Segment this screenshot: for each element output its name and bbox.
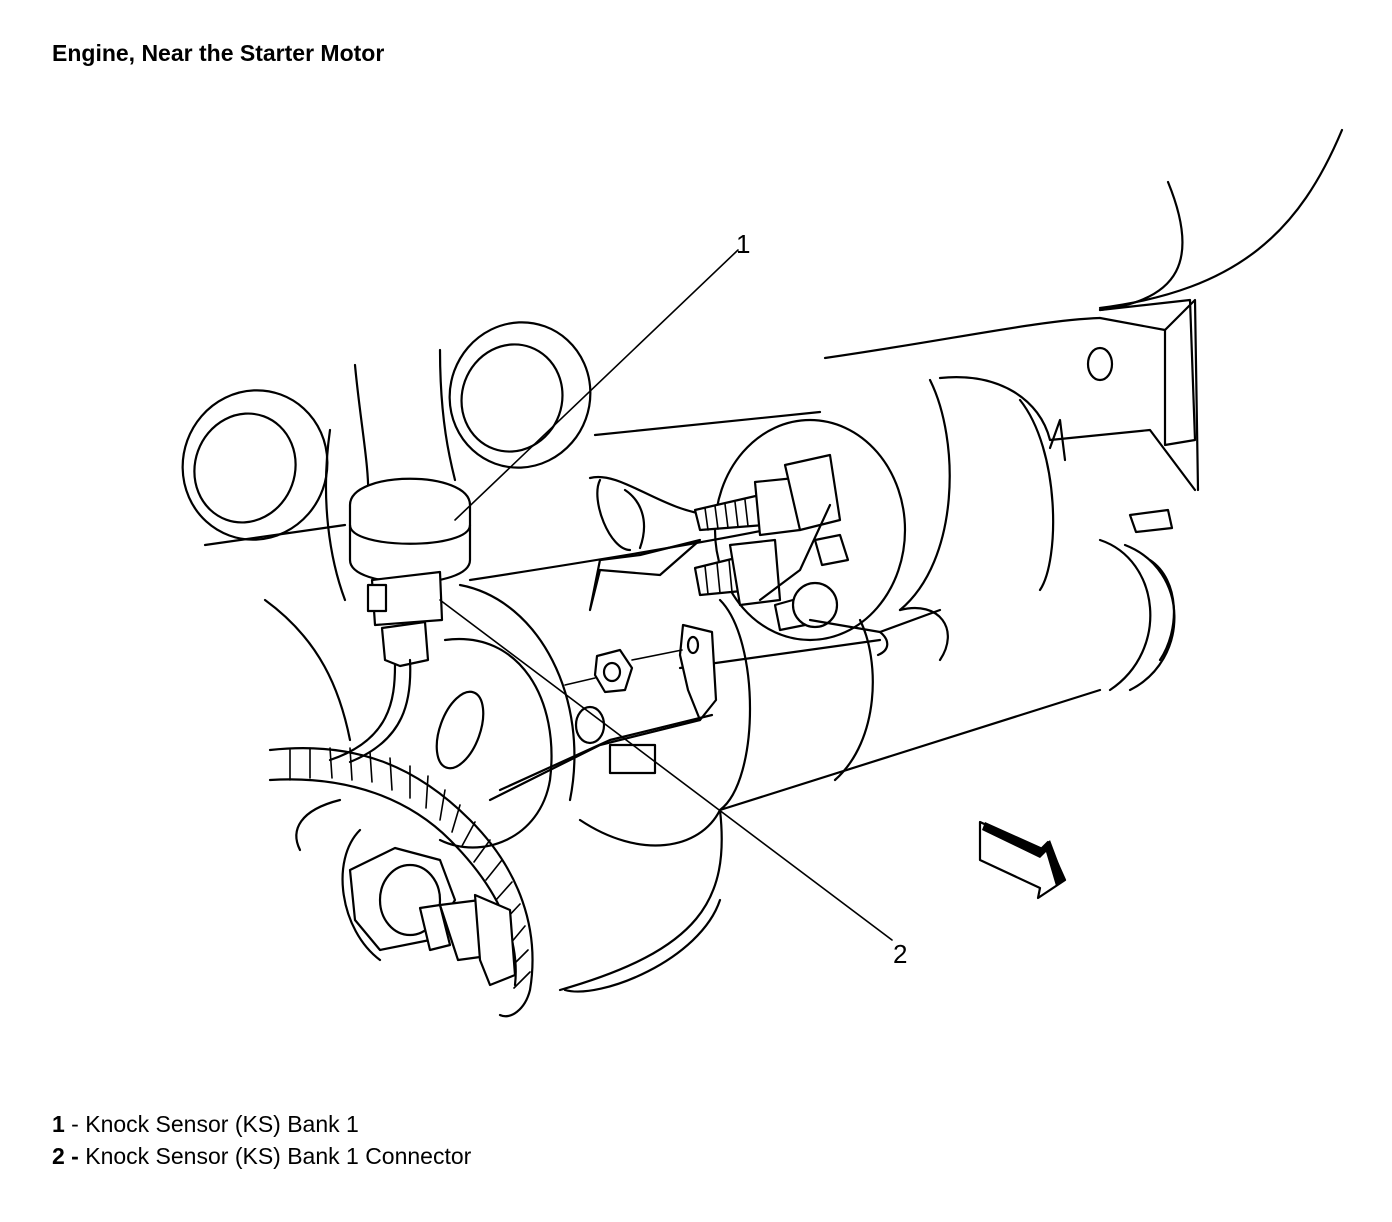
lower-starter-bolt — [295, 798, 517, 987]
diagram-title: Engine, Near the Starter Motor — [52, 40, 385, 66]
legend-item-text: - Knock Sensor (KS) Bank 1 — [64, 1111, 359, 1137]
legend-item-1: 1 - Knock Sensor (KS) Bank 1 — [52, 1108, 471, 1140]
legend-item-text: Knock Sensor (KS) Bank 1 Connector — [78, 1143, 472, 1169]
knock-sensor-bank-1 — [328, 348, 472, 764]
callout-number-1: 1 — [736, 229, 751, 259]
callout-number-2: 2 — [893, 939, 908, 969]
starter-motor — [435, 376, 1197, 993]
legend-item-number: 2 - — [52, 1143, 79, 1169]
knock-sensor-bank-1-connector — [564, 623, 718, 722]
front-direction-arrow-icon — [978, 820, 1067, 900]
starter-solenoid-terminals — [678, 453, 942, 670]
legend-item-number: 1 — [52, 1111, 65, 1137]
engine-block-outline — [203, 128, 1344, 742]
callout-leader-lines — [439, 249, 893, 941]
legend: 1 - Knock Sensor (KS) Bank 1 2 - Knock S… — [52, 1108, 471, 1172]
exhaust-port-rings — [181, 321, 592, 541]
legend-item-2: 2 - Knock Sensor (KS) Bank 1 Connector — [52, 1140, 471, 1172]
